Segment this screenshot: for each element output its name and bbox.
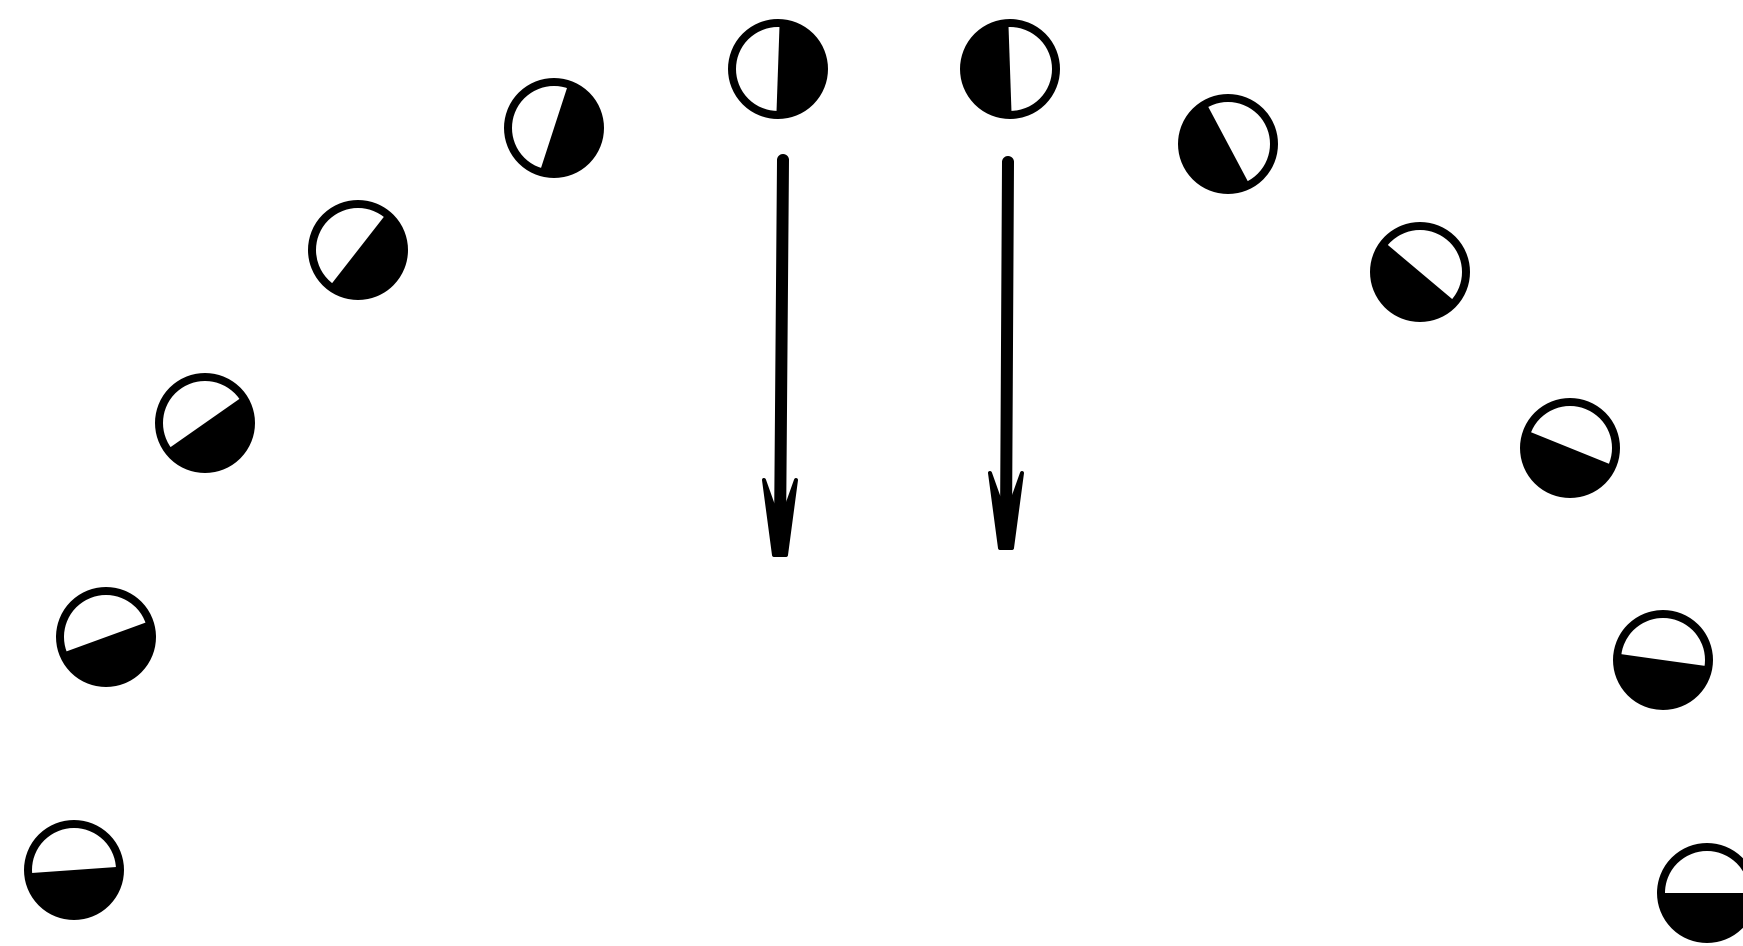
phase-circles (28, 23, 1743, 939)
phase-circle-right-4 (1374, 226, 1466, 318)
phase-circle-left-1 (28, 824, 120, 916)
phase-circle-left-6 (732, 23, 824, 115)
arrow-right (990, 162, 1022, 548)
phase-circle-left-4 (312, 204, 404, 296)
phase-shadow (776, 23, 824, 115)
arrow-shaft (780, 160, 783, 535)
downward-arrows (764, 160, 1022, 555)
phase-circle-right-2 (1617, 614, 1709, 706)
phase-circle-left-3 (159, 377, 251, 469)
phase-circle-left-2 (60, 591, 152, 683)
phase-circle-right-5 (1182, 98, 1274, 190)
arrow-shaft (1006, 162, 1008, 528)
phase-circle-right-6 (964, 23, 1056, 115)
arrow-left (764, 160, 796, 555)
phase-circle-left-5 (508, 82, 600, 174)
phase-circle-right-3 (1524, 402, 1616, 494)
phase-shadow (964, 23, 1012, 115)
phase-shadow (28, 867, 120, 916)
phase-circle-right-1 (1661, 847, 1743, 939)
